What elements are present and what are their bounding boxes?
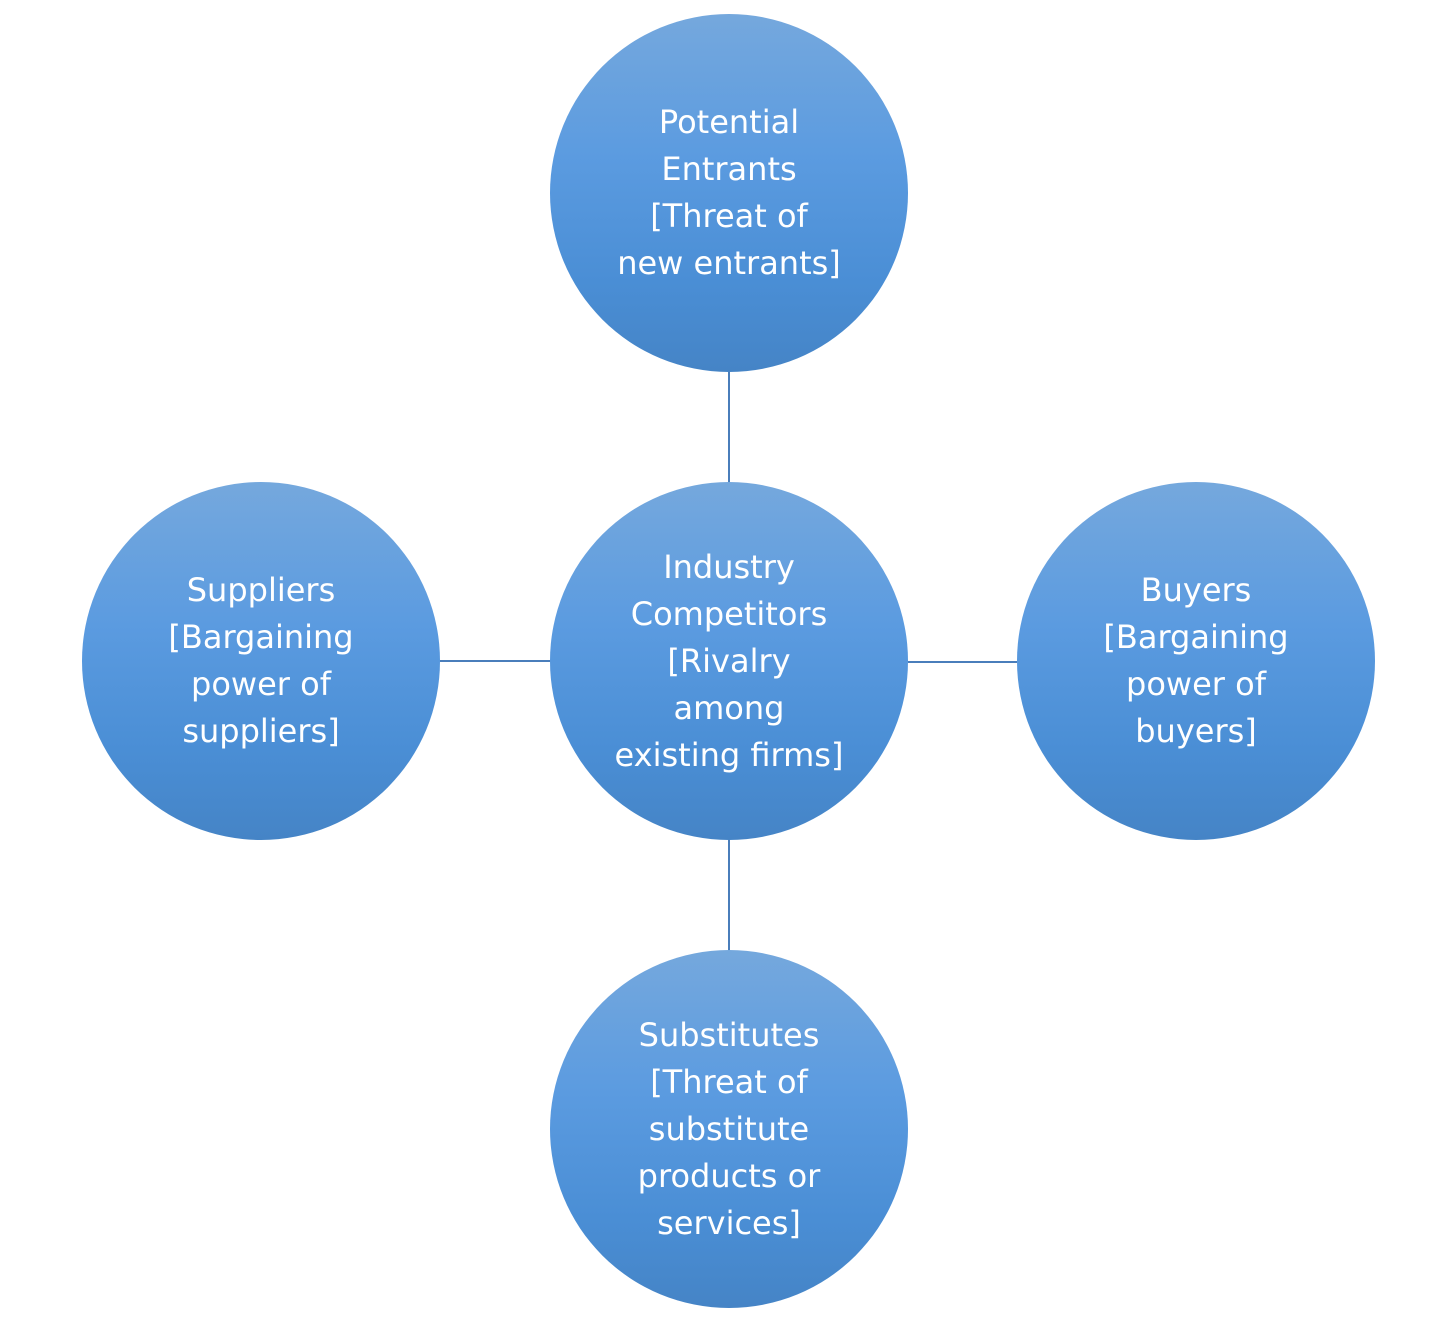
node-label-line: suppliers] <box>182 712 340 750</box>
node-buyers: Buyers [Bargaining power of buyers] <box>1017 482 1375 840</box>
node-label-line: [Threat of <box>650 197 808 235</box>
node-label-line: Competitors <box>630 594 828 633</box>
node-potential-entrants: Potential Entrants [Threat of new entran… <box>550 14 908 372</box>
node-industry-competitors: Industry Competitors [Rivalry among exis… <box>550 482 908 840</box>
node-label-line: power of <box>1126 665 1266 703</box>
connector-left <box>440 660 550 662</box>
node-label-line: Industry <box>663 547 795 586</box>
node-label-line: products or <box>637 1156 821 1195</box>
node-label-line: services] <box>657 1203 801 1242</box>
connector-top <box>728 372 730 483</box>
node-label-line: [Threat of <box>650 1062 808 1101</box>
node-label-line: [Bargaining <box>168 618 354 656</box>
node-label-line: Entrants <box>661 150 797 188</box>
node-label-line: Substitutes <box>638 1015 820 1054</box>
node-label-line: Potential <box>658 103 800 141</box>
node-label-line: Buyers <box>1140 571 1252 609</box>
node-label-line: power of <box>191 665 331 703</box>
node-label-line: new entrants] <box>617 244 841 282</box>
node-substitutes: Substitutes [Threat of substitute produc… <box>550 950 908 1308</box>
connector-right <box>908 661 1017 663</box>
node-label-line: [Rivalry <box>667 641 791 680</box>
node-label-line: [Bargaining <box>1103 618 1289 656</box>
node-label-line: Suppliers <box>186 571 336 609</box>
node-label-line: among <box>673 688 785 727</box>
node-label-line: buyers] <box>1135 712 1257 750</box>
node-suppliers: Suppliers [Bargaining power of suppliers… <box>82 482 440 840</box>
node-label-line: substitute <box>648 1109 810 1148</box>
connector-bottom <box>728 840 730 951</box>
node-label-line: existing firms] <box>614 735 844 774</box>
